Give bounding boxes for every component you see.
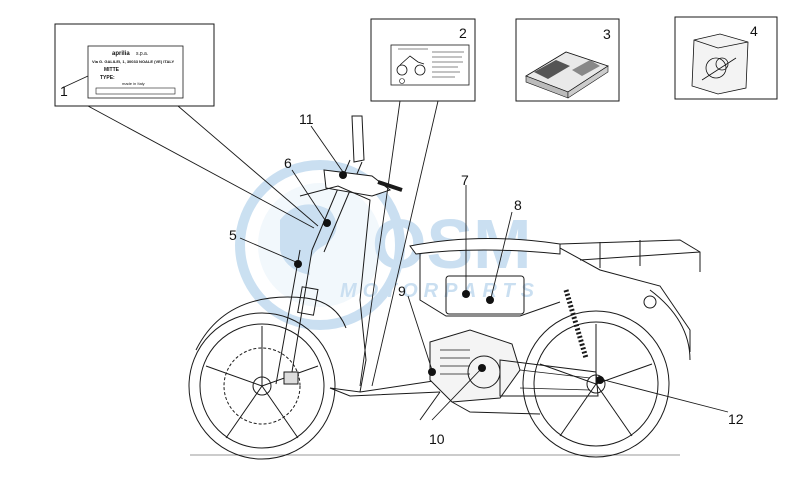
marker-7 xyxy=(462,290,470,298)
plate-brand: aprilia xyxy=(112,51,130,57)
transmission-case xyxy=(499,359,599,397)
marker-5 xyxy=(294,260,302,268)
front-brake-caliper xyxy=(283,371,299,385)
callout-5: 5 xyxy=(229,227,237,243)
leader-5 xyxy=(239,237,297,263)
plate-footer: made in Italy xyxy=(122,81,145,86)
callout-2: 2 xyxy=(459,25,467,41)
center-stand xyxy=(419,391,441,421)
watermark-continent xyxy=(280,204,337,275)
plate-field-2: TYPE: xyxy=(100,75,115,81)
rear-rim xyxy=(533,321,659,447)
sticker-icon xyxy=(399,78,405,84)
watermark-tagline: MOTORPARTS xyxy=(340,280,540,302)
fork-sleeve xyxy=(297,286,319,316)
front-brake-disc xyxy=(223,347,301,425)
label-box-2 xyxy=(370,18,476,102)
rear-rack xyxy=(559,239,701,272)
floor-underside xyxy=(329,387,441,397)
plate-number-field xyxy=(95,87,176,95)
sticker-scooter-wheel-front xyxy=(396,64,408,76)
watermark-ring xyxy=(235,160,405,330)
rear-mudguard xyxy=(649,289,691,361)
leader-lines xyxy=(61,75,729,421)
callout-12: 12 xyxy=(728,411,744,427)
leader-1b xyxy=(177,105,319,227)
plate-address: Via G. GALILEI, 1, 30033 NOALE (VE) ITAL… xyxy=(92,59,175,64)
marker-11 xyxy=(339,171,347,179)
rear-tire xyxy=(522,310,670,458)
leader-11 xyxy=(310,125,344,173)
front-spokes xyxy=(205,326,319,439)
plate-brand-suffix: s.p.a. xyxy=(136,51,148,57)
label-box-3 xyxy=(515,18,620,102)
id-plate xyxy=(87,45,184,99)
engine-block xyxy=(429,329,521,403)
leader-6 xyxy=(291,169,328,224)
callout-6: 6 xyxy=(284,155,292,171)
front-fender xyxy=(195,296,347,351)
tool-kit-bag xyxy=(691,33,749,95)
manual-stack-edge xyxy=(567,65,609,99)
leader-1 xyxy=(87,105,315,229)
leader-10 xyxy=(431,367,483,421)
marker-8 xyxy=(486,296,494,304)
windscreen xyxy=(351,115,365,163)
label-box-1: aprilia s.p.a. Via G. GALILEI, 1, 30033 … xyxy=(54,23,215,107)
rear-shock xyxy=(563,289,589,359)
callout-8: 8 xyxy=(514,197,522,213)
front-fork xyxy=(275,249,313,385)
tool-kit-tool xyxy=(715,57,729,71)
sticker-scooter-body xyxy=(399,55,425,66)
manual-cover-print xyxy=(572,60,600,76)
tail-light xyxy=(643,295,657,309)
leader-2b xyxy=(371,100,439,387)
marker-dots xyxy=(294,171,604,384)
plate-field-1: MITTE xyxy=(104,67,120,73)
engine-fins xyxy=(440,349,470,375)
leader-9 xyxy=(407,295,433,371)
leader-2 xyxy=(359,100,401,387)
callout-numbers: 1 2 3 4 5 6 7 8 9 10 11 12 xyxy=(60,23,758,447)
callout-1: 1 xyxy=(60,83,68,99)
front-rim xyxy=(199,323,325,449)
leader-12 xyxy=(603,379,729,413)
marker-10 xyxy=(478,364,486,372)
callout-11: 11 xyxy=(299,111,314,127)
seat xyxy=(409,237,561,255)
leader-1-tick xyxy=(61,75,89,89)
rear-spokes xyxy=(539,324,653,437)
side-panel xyxy=(419,250,561,317)
callout-9: 9 xyxy=(398,283,406,299)
manual-cover-dark xyxy=(534,60,570,79)
transmission-detail xyxy=(519,369,591,391)
front-tire xyxy=(188,312,336,460)
leader-8 xyxy=(490,211,513,299)
callout-7: 7 xyxy=(461,172,469,188)
handle-grip xyxy=(377,180,403,192)
marker-6 xyxy=(323,219,331,227)
callout-10: 10 xyxy=(429,431,445,447)
label-box-4 xyxy=(674,16,778,100)
tool-kit-flap xyxy=(693,39,749,49)
tool-kit-wrench xyxy=(701,57,737,81)
scooter xyxy=(188,115,701,460)
exhaust-pipe xyxy=(451,401,541,415)
callout-4: 4 xyxy=(750,23,758,39)
callout-3: 3 xyxy=(603,26,611,42)
sticker-scooter-wheel-rear xyxy=(414,64,426,76)
side-cover xyxy=(445,275,525,315)
rear-rack-rail xyxy=(579,251,701,261)
marker-9 xyxy=(428,368,436,376)
marker-12 xyxy=(596,376,604,384)
